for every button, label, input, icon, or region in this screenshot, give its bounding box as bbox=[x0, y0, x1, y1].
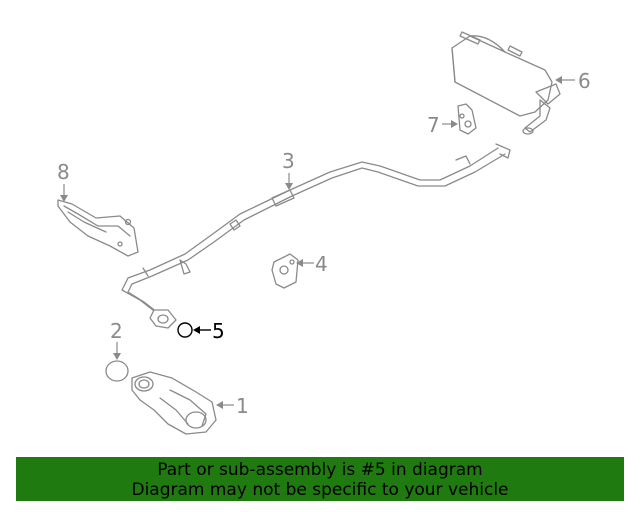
callout-2: 2 bbox=[110, 319, 123, 360]
info-banner: Part or sub-assembly is #5 in diagram Di… bbox=[16, 457, 624, 501]
callout-3: 3 bbox=[282, 149, 295, 190]
svg-text:5: 5 bbox=[212, 319, 225, 343]
svg-text:2: 2 bbox=[110, 319, 123, 343]
callout-8: 8 bbox=[57, 160, 70, 202]
callout-4: 4 bbox=[296, 252, 328, 276]
banner-line-1: Part or sub-assembly is #5 in diagram bbox=[157, 460, 483, 480]
gasket-part-2 bbox=[105, 360, 129, 382]
callout-1: 1 bbox=[216, 394, 249, 418]
heat-shield-part bbox=[57, 199, 139, 257]
intermediate-pipe-part bbox=[121, 143, 511, 329]
gasket-part-5 bbox=[177, 322, 193, 338]
svg-text:6: 6 bbox=[578, 69, 591, 93]
banner-line-2: Diagram may not be specific to your vehi… bbox=[131, 480, 509, 500]
svg-text:8: 8 bbox=[57, 160, 70, 184]
hanger-part-4 bbox=[271, 253, 299, 289]
svg-text:1: 1 bbox=[236, 394, 249, 418]
svg-text:3: 3 bbox=[282, 149, 295, 173]
svg-text:4: 4 bbox=[315, 252, 328, 276]
muffler-part bbox=[451, 31, 561, 135]
hanger-part-7 bbox=[457, 103, 477, 135]
exhaust-system-diagram: 1 2 3 4 5 6 7 8 bbox=[57, 31, 591, 435]
callout-5: 5 bbox=[193, 319, 225, 343]
svg-text:7: 7 bbox=[427, 113, 440, 137]
callout-6: 6 bbox=[555, 69, 591, 93]
converter-part bbox=[131, 371, 217, 435]
callout-7: 7 bbox=[427, 113, 458, 137]
